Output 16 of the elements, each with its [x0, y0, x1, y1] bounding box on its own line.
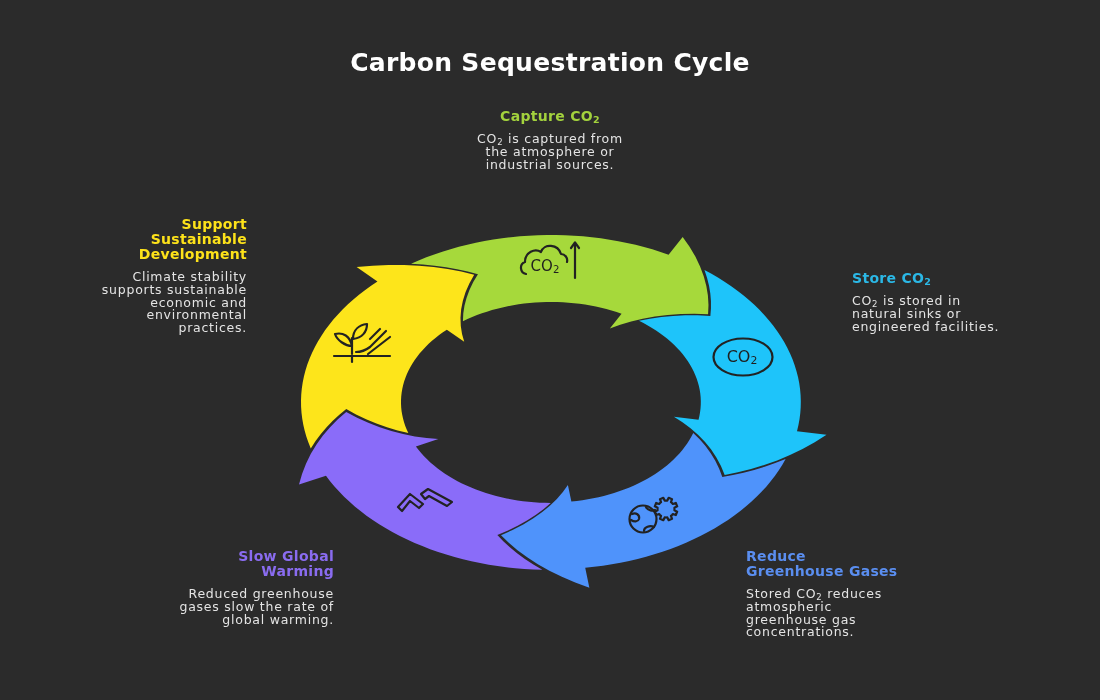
step-title: Store CO$_{2}$: [852, 271, 932, 286]
diagram-title: Carbon Sequestration Cycle: [350, 48, 750, 77]
step-description: Reduced greenhouse gases slow the rate of global warming.: [178, 588, 334, 627]
curved-arrow-segment: [301, 264, 475, 449]
step-description: Climate stability supports sustainable economic and environmental practices.: [100, 271, 247, 335]
step-title: Reduce Greenhouse Gases: [746, 549, 899, 579]
formula-label: CO$_{2}$: [726, 349, 758, 365]
curved-arrow-segment: [410, 234, 709, 329]
step-title: Slow Global Warming: [237, 549, 334, 579]
step-title: Capture CO$_{2}$: [500, 109, 600, 124]
step-title: Support Sustainable Development: [137, 217, 247, 262]
curved-arrow-segment: [639, 269, 827, 475]
step-description: Stored CO$_{2}$ reduces atmospheric greenhouse gas concentrations.: [746, 588, 883, 640]
formula-label: CO$_{2}$: [530, 258, 560, 274]
step-description: CO$_{2}$ is stored in natural sinks or engineered facilities.: [852, 295, 1001, 334]
step-description: CO$_{2}$ is captured from the atmosphere or industrial sources.: [476, 133, 624, 172]
